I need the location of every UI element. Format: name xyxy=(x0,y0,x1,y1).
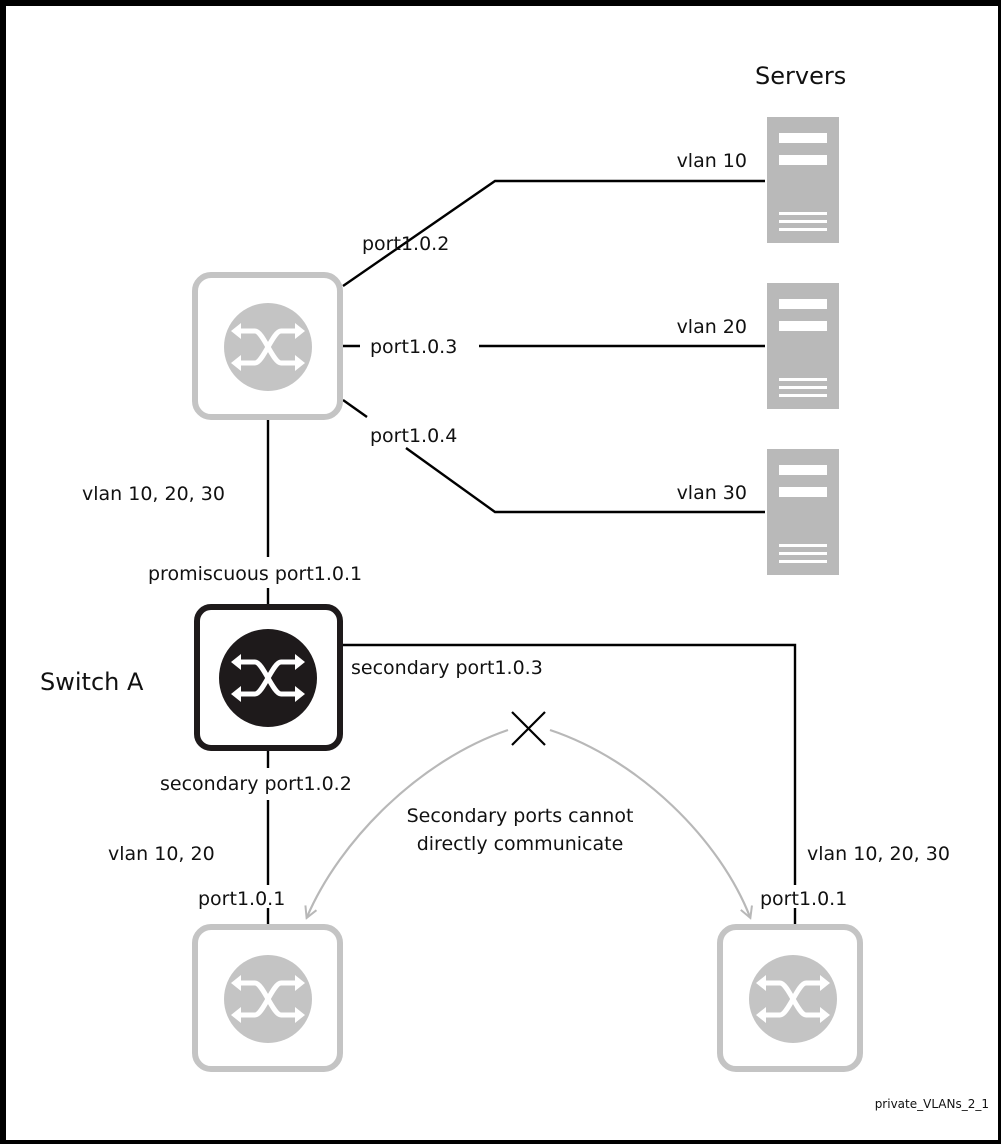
note-line-2: directly communicate xyxy=(417,833,624,855)
vlan-label-server-3: vlan 30 xyxy=(677,482,747,504)
switch-a xyxy=(194,604,343,751)
server-3 xyxy=(767,449,839,575)
note-line-1: Secondary ports cannot xyxy=(407,805,634,827)
link-vlan-30 xyxy=(405,447,765,514)
link-secondary-right xyxy=(342,643,797,885)
port-label-1-0-4: port1.0.4 xyxy=(370,425,457,447)
left-link-vlan-label: vlan 10, 20 xyxy=(108,843,215,865)
arrow-to-right-switch xyxy=(549,728,750,917)
right-link-vlan-label: vlan 10, 20, 30 xyxy=(807,843,950,865)
port-label-1-0-2: port1.0.2 xyxy=(362,233,449,255)
uplink-vlan-label: vlan 10, 20, 30 xyxy=(82,483,225,505)
secondary-port-left-label: secondary port1.0.2 xyxy=(160,773,352,795)
link-vlan-30-top xyxy=(342,399,368,418)
port-label-1-0-3: port1.0.3 xyxy=(370,336,457,358)
bottom-left-switch xyxy=(192,924,343,1072)
link-vlan-10 xyxy=(342,179,765,287)
figure-id: private_VLANs_2_1 xyxy=(875,1097,989,1111)
secondary-port-right-label: secondary port1.0.3 xyxy=(351,657,543,679)
arrow-to-left-switch xyxy=(307,728,509,917)
switch-a-label: Switch A xyxy=(40,668,144,696)
bottom-right-switch xyxy=(717,924,863,1072)
blocked-x-icon xyxy=(511,711,546,746)
vlan-label-server-1: vlan 10 xyxy=(677,150,747,172)
right-switch-port-label: port1.0.1 xyxy=(760,888,847,910)
top-switch xyxy=(192,272,343,420)
left-switch-port-label: port1.0.1 xyxy=(198,888,285,910)
promiscuous-port-label: promiscuous port1.0.1 xyxy=(148,563,362,585)
vlan-label-server-2: vlan 20 xyxy=(677,316,747,338)
server-1 xyxy=(767,117,839,243)
servers-heading: Servers xyxy=(755,62,846,90)
server-2 xyxy=(767,283,839,409)
